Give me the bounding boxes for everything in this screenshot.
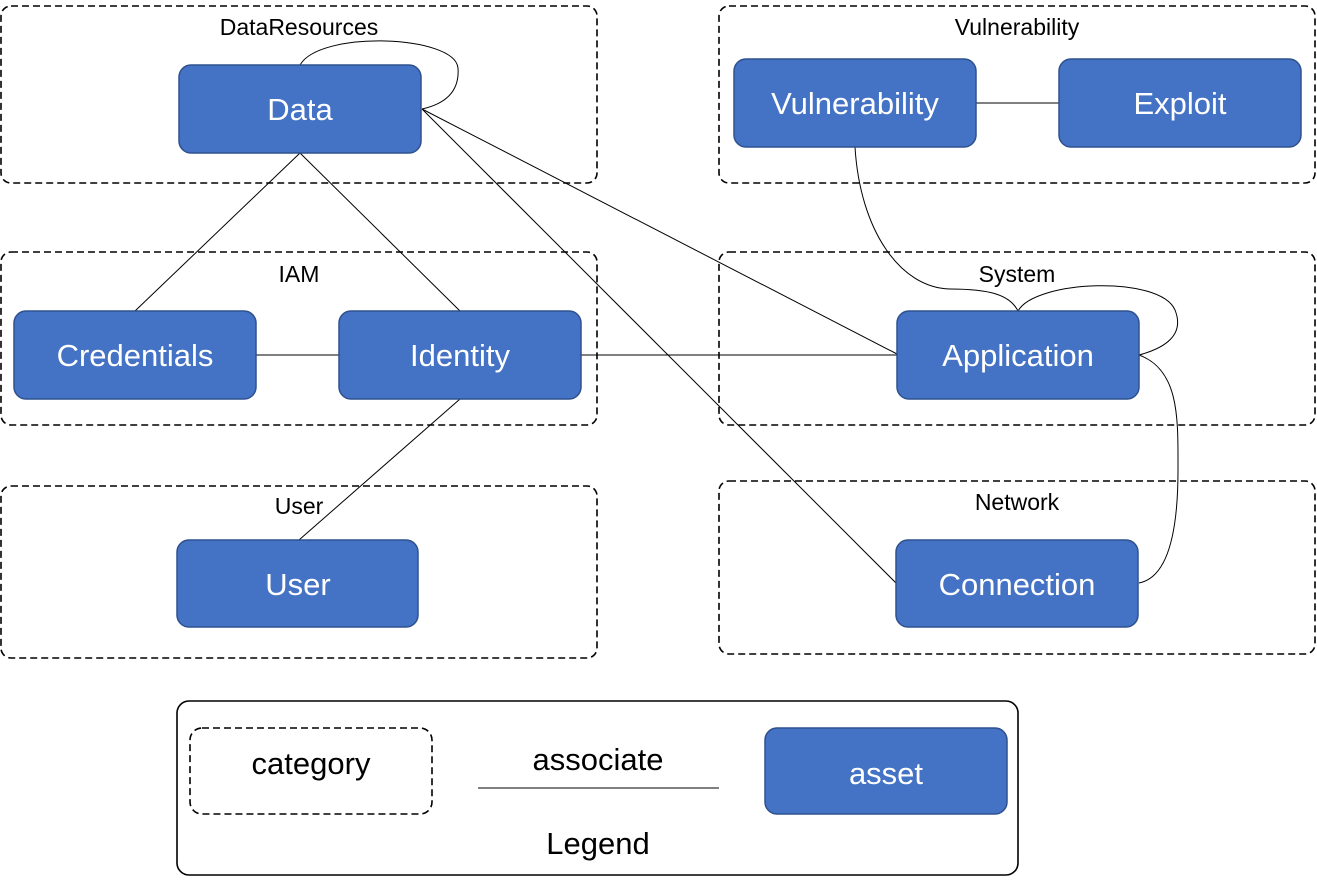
edge-vulnerability-application bbox=[854, 146, 1019, 312]
edge-data-credentials bbox=[134, 152, 301, 312]
asset-node-application[interactable]: Application bbox=[896, 310, 1140, 400]
edge-data-connection bbox=[421, 108, 897, 584]
category-label-user: User bbox=[275, 493, 324, 519]
asset-node-vulnerability[interactable]: Vulnerability bbox=[733, 58, 977, 148]
edge-identity-user bbox=[298, 398, 461, 541]
asset-label-vulnerability: Vulnerability bbox=[771, 86, 939, 121]
edge-application-connection bbox=[1138, 354, 1179, 584]
category-label-system: System bbox=[979, 261, 1056, 287]
edge-application-application-self bbox=[1017, 285, 1178, 356]
asset-label-identity: Identity bbox=[410, 338, 510, 373]
legend-associate-label: associate bbox=[533, 742, 664, 777]
asset-label-user: User bbox=[265, 567, 330, 602]
legend-asset-swatch bbox=[764, 727, 1008, 815]
edge-data-application bbox=[421, 108, 898, 355]
category-box-iam bbox=[0, 251, 598, 426]
asset-node-credentials[interactable]: Credentials bbox=[13, 310, 257, 400]
category-label-network: Network bbox=[975, 489, 1060, 515]
asset-label-exploit: Exploit bbox=[1133, 86, 1226, 121]
category-box-data-resources bbox=[0, 5, 598, 184]
asset-label-credentials: Credentials bbox=[57, 338, 214, 373]
legend-category-label: category bbox=[252, 746, 371, 781]
category-box-vulnerability bbox=[718, 5, 1316, 184]
legend: category associate asset Legend bbox=[176, 700, 1019, 876]
asset-node-user[interactable]: User bbox=[176, 539, 419, 628]
edges bbox=[134, 40, 1179, 584]
legend-title: Legend bbox=[546, 826, 649, 861]
legend-asset-label: asset bbox=[849, 756, 923, 791]
asset-node-identity[interactable]: Identity bbox=[338, 310, 582, 400]
category-label-vulnerability: Vulnerability bbox=[955, 14, 1080, 40]
category-label-data-resources: DataResources bbox=[220, 14, 379, 40]
asset-node-connection[interactable]: Connection bbox=[895, 539, 1139, 628]
asset-node-exploit[interactable]: Exploit bbox=[1058, 58, 1302, 148]
asset-node-data[interactable]: Data bbox=[178, 64, 422, 154]
category-box-system bbox=[718, 251, 1316, 426]
edge-data-identity bbox=[299, 152, 461, 312]
category-box-network bbox=[718, 480, 1316, 655]
edge-data-data-self bbox=[299, 40, 459, 110]
asset-label-application: Application bbox=[942, 338, 1094, 373]
asset-label-data: Data bbox=[267, 92, 333, 127]
category-box-user bbox=[0, 485, 598, 659]
legend-category-swatch bbox=[189, 727, 433, 815]
asset-label-connection: Connection bbox=[939, 567, 1096, 602]
category-label-iam: IAM bbox=[279, 261, 320, 287]
